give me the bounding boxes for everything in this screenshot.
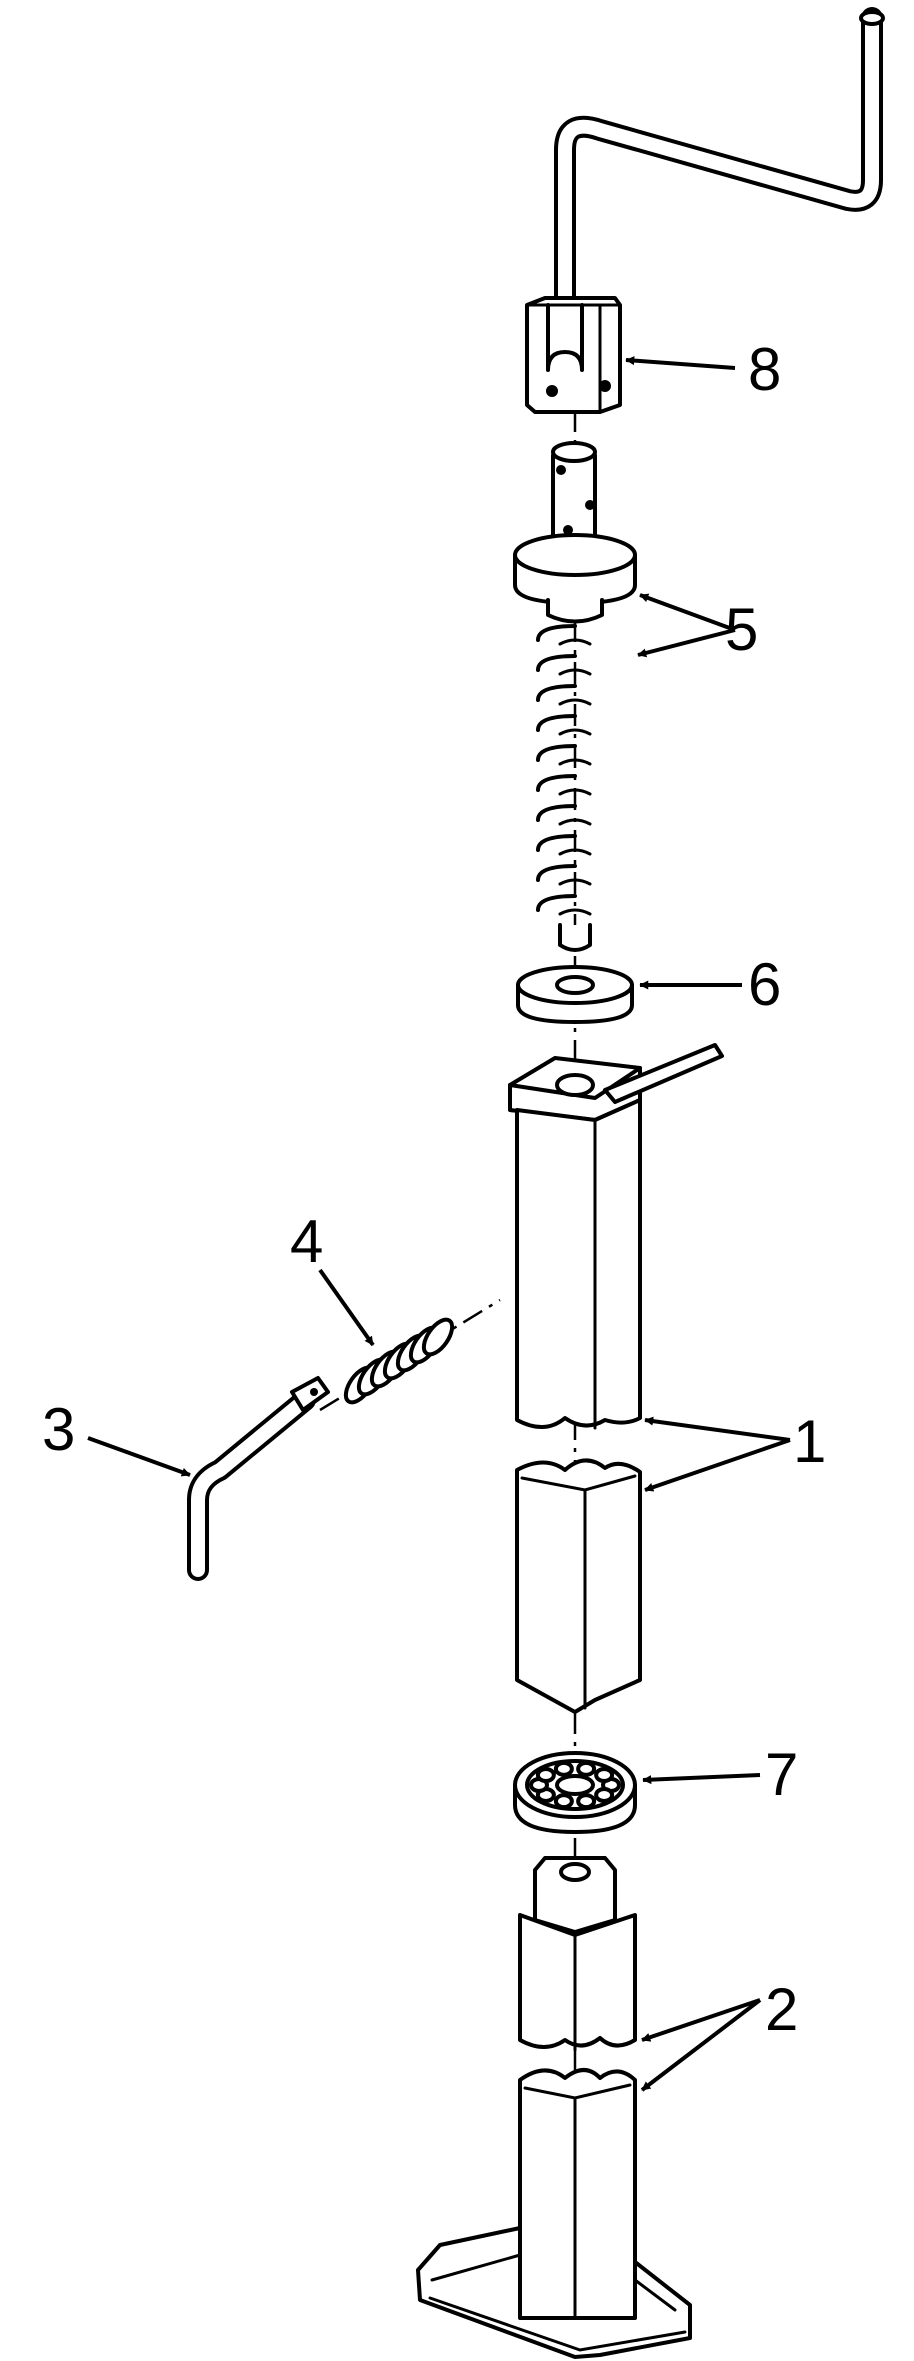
leader-7: [642, 1773, 761, 1785]
screw-threads: [536, 624, 592, 916]
callout-3: 3: [42, 1396, 75, 1463]
bearing-balls: [529, 1760, 621, 1810]
callout-4: 4: [290, 1208, 323, 1275]
leader-4: [318, 1268, 375, 1347]
leader-5b: [637, 628, 736, 658]
thrust-washer: [516, 965, 634, 1024]
screw-shaft-assembly: [513, 441, 637, 952]
callout-1: 1: [793, 1408, 826, 1475]
leader-3: [87, 1436, 191, 1477]
callout-7: 7: [765, 1741, 798, 1808]
leader-5a: [639, 593, 736, 632]
leader-1a: [644, 1416, 791, 1442]
outer-tube: [508, 1043, 724, 1714]
callout-5: 5: [725, 596, 758, 663]
ball-bearing: [513, 1751, 637, 1834]
detent-spring: [343, 1317, 455, 1405]
leader-1b: [644, 1438, 791, 1492]
leader-2a: [641, 1998, 761, 2042]
callout-8: 8: [748, 336, 781, 403]
inner-tube-and-foot: [416, 1856, 692, 2359]
callout-6: 6: [748, 951, 781, 1018]
callout-2: 2: [765, 1976, 798, 2043]
leader-8: [625, 356, 736, 370]
leader-2b: [640, 1998, 762, 2092]
leader-lines: [87, 356, 791, 2092]
crank-handle: [525, 7, 885, 414]
l-shaped-pin: [187, 1376, 330, 1581]
